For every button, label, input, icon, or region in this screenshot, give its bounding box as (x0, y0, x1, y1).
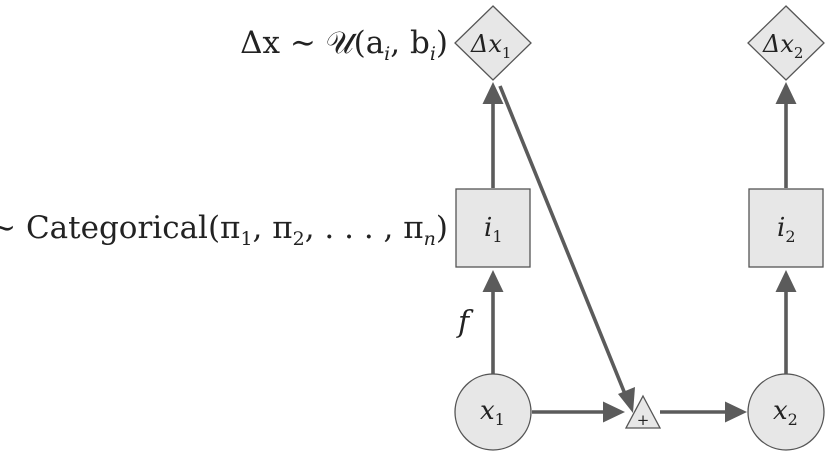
edge-i1-to-delta-x1 (482, 82, 504, 188)
node-delta-x1-sub: 1 (502, 44, 512, 62)
node-delta-x1: Δx1 (454, 5, 532, 81)
node-delta-x2: Δx2 (747, 5, 825, 81)
edge-label-f: f (456, 305, 474, 340)
svg-text:i1: i1 (484, 213, 503, 246)
svg-text:x1: x1 (480, 396, 505, 429)
plus-symbol: + (637, 411, 650, 429)
svg-text:Δx2: Δx2 (762, 30, 803, 62)
edge-i2-to-delta-x2 (775, 82, 797, 188)
node-x1-label: x (480, 396, 495, 426)
node-x2-label: x (773, 396, 788, 426)
categorical-distribution-label: i ∼ Categorical(π1, π2, . . . , πn) (0, 210, 448, 250)
svg-text:Δx1: Δx1 (470, 30, 511, 62)
edge-x2-to-i2 (775, 270, 797, 378)
node-delta-x1-label: Δx (470, 30, 502, 58)
node-x2: x2 (747, 373, 825, 451)
edge-delta-x1-to-plus (498, 85, 635, 413)
delta-distribution-label: Δx ∼ 𝒰(ai, bi) (240, 25, 448, 65)
node-delta-x2-label: Δx (762, 30, 794, 58)
node-x2-sub: 2 (788, 410, 798, 429)
svg-text:x2: x2 (773, 396, 798, 429)
node-plus: + (624, 394, 662, 429)
node-i2-sub: 2 (785, 227, 795, 246)
edge-x1-to-plus (532, 401, 625, 423)
svg-text:i2: i2 (777, 213, 796, 246)
node-x1-sub: 1 (495, 410, 505, 429)
node-i2: i2 (748, 188, 824, 268)
node-i2-label: i (777, 213, 785, 243)
node-i1: i1 (455, 188, 531, 268)
node-delta-x2-sub: 2 (794, 44, 804, 62)
edge-plus-to-x2 (660, 401, 747, 423)
edge-x1-to-i1 (482, 270, 504, 378)
node-x1: x1 (454, 373, 532, 451)
node-i1-label: i (484, 213, 492, 243)
node-i1-sub: 1 (492, 227, 502, 246)
